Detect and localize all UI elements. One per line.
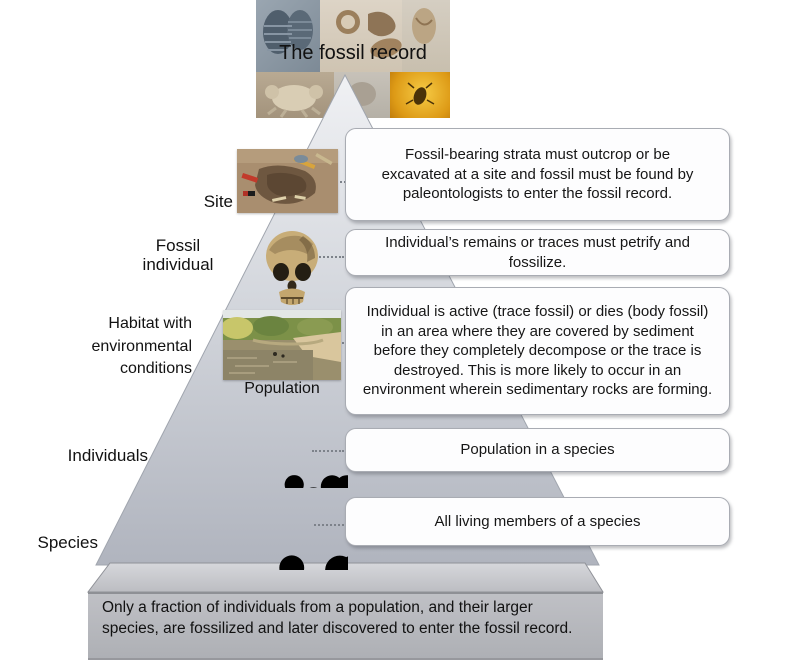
label-habitat: Habitat with environmental conditions bbox=[91, 315, 193, 377]
note-habitat: Individual is active (trace fossil) or d… bbox=[345, 287, 730, 415]
note-site: Fossil-bearing strata must outcrop or be… bbox=[345, 128, 730, 221]
label-population: Population bbox=[244, 380, 320, 397]
connector-dots-fossil-individual bbox=[308, 256, 344, 258]
label-site: Site bbox=[203, 192, 233, 211]
wetland-habitat-photo-icon bbox=[223, 310, 341, 380]
label-species: Species bbox=[37, 533, 98, 552]
excavation-site-photo-icon bbox=[237, 149, 338, 213]
connector-dots-species bbox=[314, 524, 344, 526]
connector-dots-individuals bbox=[312, 450, 344, 452]
fossil-collage-photo: The fossil record bbox=[256, 0, 450, 118]
note-fossil-individual: Individual’s remains or traces must petr… bbox=[345, 229, 730, 276]
connector-dots-site bbox=[332, 181, 346, 183]
footer-note: Only a fraction of individuals from a po… bbox=[88, 592, 603, 660]
label-individuals: Individuals bbox=[67, 446, 148, 465]
large-crowd-silhouette-icon bbox=[103, 480, 348, 570]
label-fossil-individual: Fossil individual bbox=[142, 236, 214, 274]
note-species: All living members of a species bbox=[345, 497, 730, 546]
diagram-title: The fossil record bbox=[279, 42, 427, 64]
note-individuals: Population in a species bbox=[345, 428, 730, 472]
hominid-skull-icon bbox=[266, 231, 318, 305]
small-crowd-silhouette-icon bbox=[158, 408, 348, 488]
collage-fossil-shapes-icon bbox=[263, 8, 436, 118]
